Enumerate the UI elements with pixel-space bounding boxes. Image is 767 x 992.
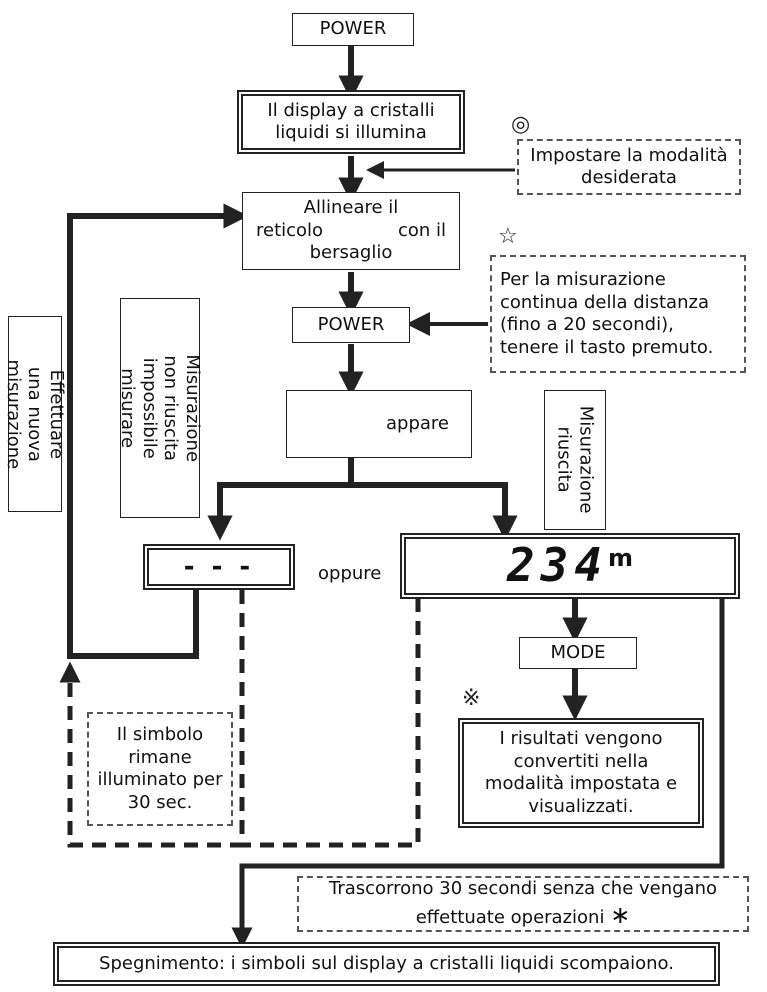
align-reticle-row: reticolo con il — [256, 220, 446, 243]
power-label-1: POWER — [319, 18, 387, 40]
continuous-measure-text: Per la misurazione continua della distan… — [500, 269, 714, 358]
converted-text: I risultati vengono convertiti nella mod… — [484, 728, 678, 817]
symbol-lit-text: Il simbolo rimane illuminato per 30 sec. — [97, 724, 223, 813]
mode-label: MODE — [550, 641, 606, 663]
shutdown-box: Spegnimento: i simboli sul display a cri… — [53, 942, 720, 986]
align-text-b: reticolo — [256, 219, 324, 241]
mode-button: MODE — [519, 637, 637, 669]
continuous-measure-note: Per la misurazione continua della distan… — [490, 255, 746, 373]
align-reticle-box: Allineare il reticolo con il bersaglio — [242, 192, 460, 270]
new-measure-label: Effettuare una nuova misurazione — [3, 316, 67, 512]
timeout-note: Trascorrono 30 secondi senza che vengano… — [297, 876, 749, 932]
display-illuminates-box: Il display a cristalli liquidi si illumi… — [237, 90, 465, 154]
display-illuminates-text: Il display a cristalli liquidi si illumi… — [267, 99, 435, 144]
appears-box: appare — [286, 390, 472, 458]
set-mode-text: Impostare la modalità desiderata — [530, 144, 728, 189]
appears-text: appare — [386, 412, 449, 434]
reading-value: 234 — [506, 538, 609, 593]
power-button-1: POWER — [292, 13, 414, 46]
align-text-c: con il — [397, 219, 446, 241]
power-button-2: POWER — [292, 307, 410, 343]
fail-text: Misurazione non riuscita impossibile mis… — [117, 354, 204, 462]
branch-line — [207, 458, 354, 541]
converted-box: I risultati vengono convertiti nella mod… — [458, 718, 704, 828]
dashed-return-right — [242, 598, 421, 848]
timeout-text-main: Trascorrono 30 secondi senza che vengano… — [328, 877, 718, 929]
success-label: Misurazione riuscita — [544, 390, 606, 530]
error-display: - - - — [143, 544, 295, 590]
branch-line-right — [351, 482, 518, 541]
success-text: Misurazione riuscita — [554, 406, 597, 514]
symbol-lit-note: Il simbolo rimane illuminato per 30 sec. — [87, 712, 233, 826]
asterisk-icon: ∗ — [610, 901, 631, 930]
timeout-text: Trascorrono 30 secondi senza che vengano… — [305, 878, 741, 931]
reading-unit: m — [608, 544, 634, 572]
loop-back-line — [67, 203, 249, 659]
reference-mark-icon: ※ — [462, 686, 481, 711]
or-text: oppure — [318, 563, 382, 584]
new-measure-text: Effettuare una nuova misurazione — [3, 359, 68, 469]
set-mode-note: Impostare la modalità desiderata — [517, 139, 741, 195]
fail-label: Misurazione non riuscita impossibile mis… — [117, 298, 204, 518]
error-dashes: - - - — [183, 551, 255, 582]
align-text-d: bersaglio — [309, 242, 393, 264]
shutdown-text: Spegnimento: i simboli sul display a cri… — [99, 952, 674, 974]
power-label-2: POWER — [317, 313, 385, 335]
star-icon: ☆ — [498, 224, 518, 249]
double-circle-icon: ◎ — [511, 112, 531, 137]
align-text-a: Allineare il — [303, 197, 399, 219]
